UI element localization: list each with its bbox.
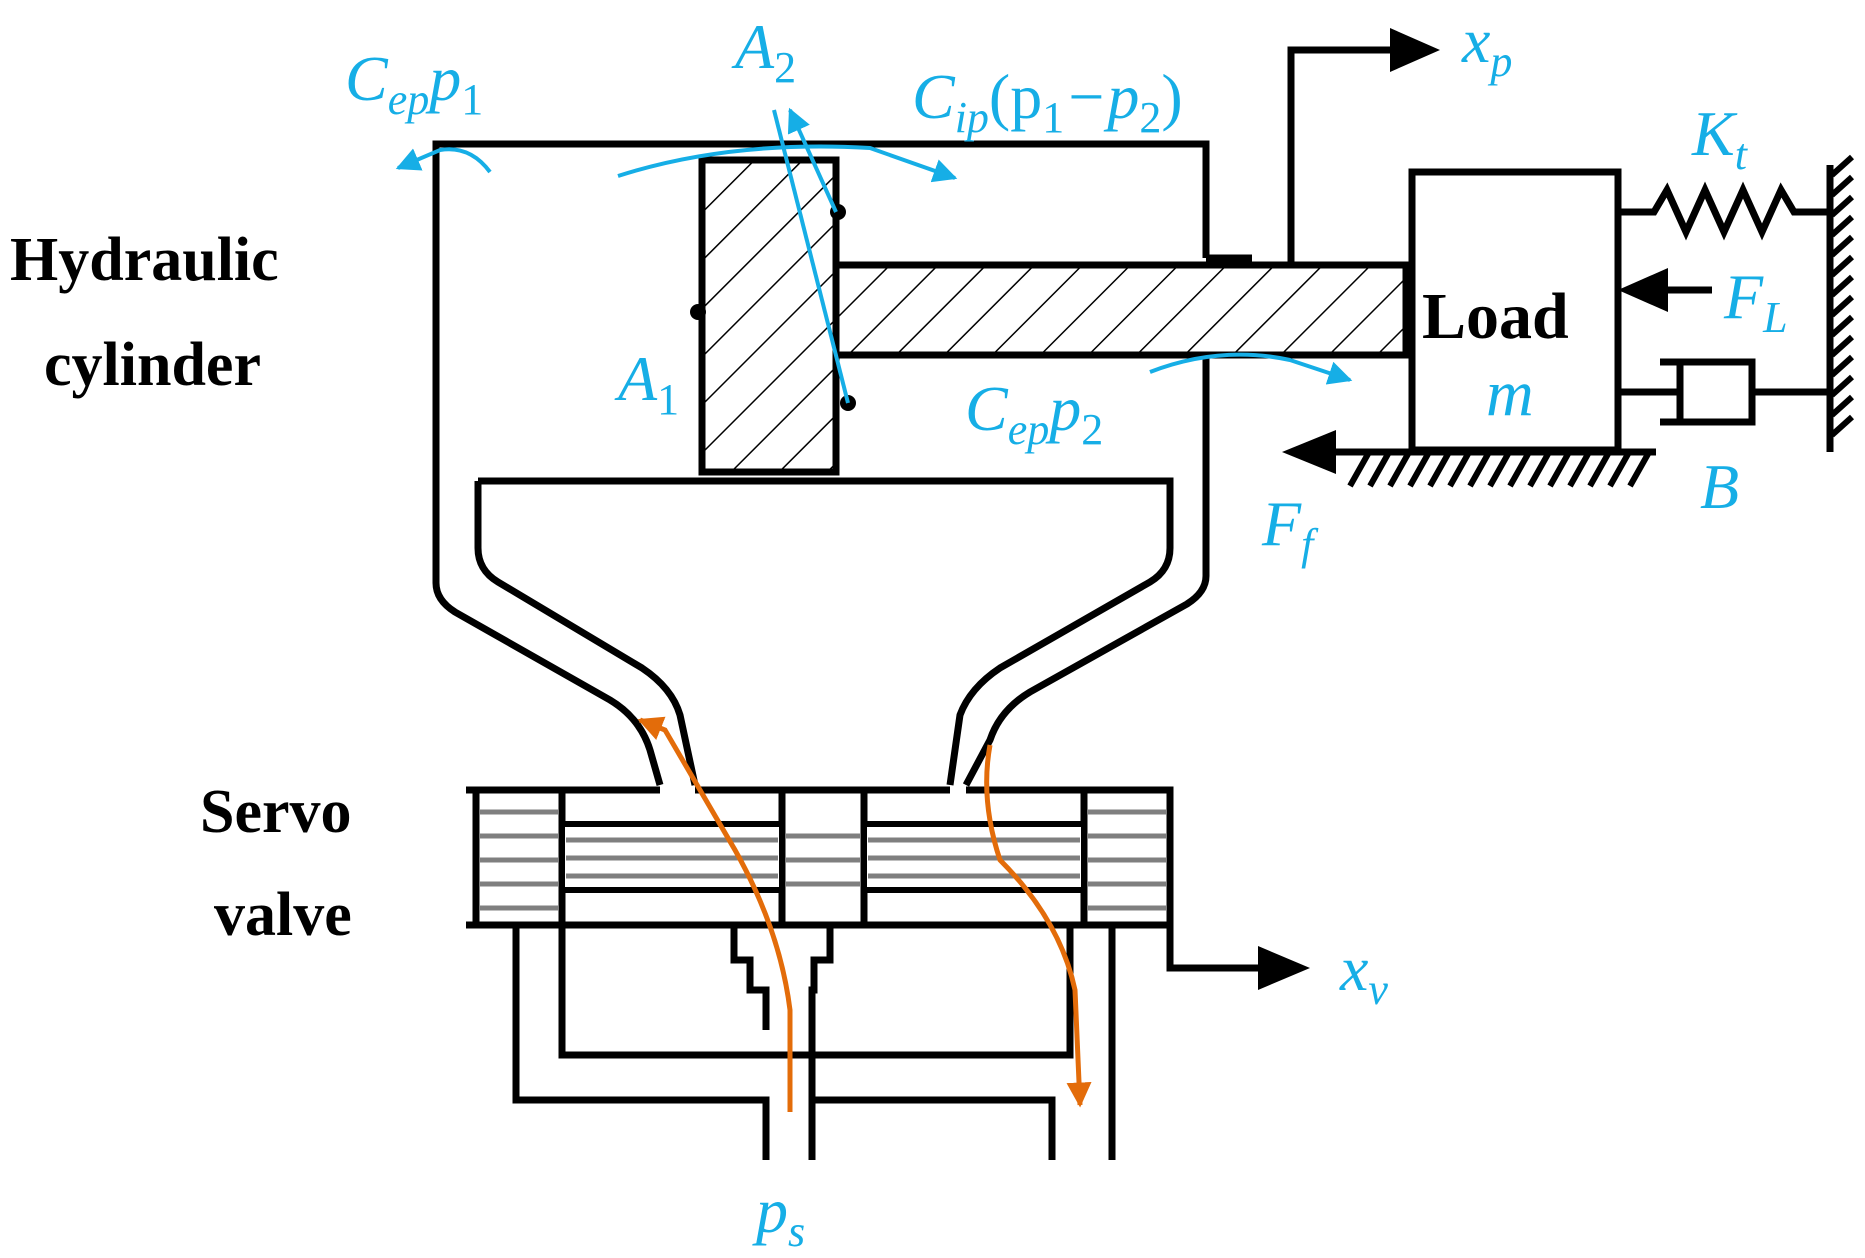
ff-arrow: [1282, 430, 1412, 474]
wall-hatch-mark: [1829, 194, 1855, 218]
wall-hatch-mark: [1829, 314, 1855, 338]
ground-hatch-mark: [1407, 452, 1431, 488]
piston: [698, 156, 840, 476]
piston-rod: [832, 261, 1410, 359]
spring: [1618, 181, 1830, 241]
wall-hatch-mark: [1829, 214, 1855, 238]
ground-hatch-mark: [1507, 452, 1531, 488]
fl-label: FL: [1723, 261, 1788, 342]
ground-hatch-mark: [1587, 452, 1611, 488]
ground-hatch-mark: [1367, 452, 1391, 488]
leak-annotations: [395, 107, 1353, 404]
ground-hatch-mark: [1527, 452, 1551, 488]
a1-label: A1: [614, 343, 679, 424]
servo-valve: [466, 786, 1310, 1160]
ground-hatch-mark: [1567, 452, 1591, 488]
wall-hatch-mark: [1829, 374, 1855, 398]
kt-label: Kt: [1691, 98, 1749, 179]
load-label: Load: [1422, 280, 1569, 353]
ps-label: ps: [752, 1175, 805, 1256]
fl-arrow: [1618, 268, 1712, 312]
wall-hatch-mark: [1829, 234, 1855, 258]
damper: [1618, 358, 1830, 426]
servo-label-1: Servo: [200, 778, 352, 846]
ground-hatch-mark: [1607, 452, 1631, 488]
wall-hatch-mark: [1829, 414, 1855, 438]
xv-label: xv: [1339, 933, 1388, 1014]
ground-hatch-mark: [1627, 452, 1651, 488]
ground-hatch-mark: [1547, 452, 1571, 488]
wall-hatch-mark: [1829, 154, 1855, 178]
ground-hatch-mark: [1467, 452, 1491, 488]
servo-label-2: valve: [214, 881, 352, 949]
flow-arrows: [637, 716, 1092, 1112]
xp-arrow: [1287, 28, 1440, 265]
cep-p1-label: Cepp1: [345, 43, 483, 124]
wall-hatch-mark: [1829, 274, 1855, 298]
cylinder-body: [432, 140, 1210, 787]
ground-hatch-mark: [1447, 452, 1471, 488]
ground-hatch-mark: [1387, 452, 1411, 488]
wall-hatch-mark: [1829, 254, 1855, 278]
wall-hatch-mark: [1829, 294, 1855, 318]
cep-p2-label: Cepp2: [965, 373, 1103, 454]
wall-hatch-mark: [1829, 174, 1855, 198]
cip-label: Cip(p1−p2): [912, 61, 1183, 142]
a2-label: A2: [731, 11, 796, 92]
ground-hatch-mark: [1427, 452, 1451, 488]
load-mass: m: [1486, 357, 1534, 430]
ground-hatch-mark: [1487, 452, 1511, 488]
dot: [690, 304, 706, 320]
wall-hatch-mark: [1829, 394, 1855, 418]
ff-label: Ff: [1261, 488, 1319, 569]
b-label: B: [1700, 451, 1739, 522]
ground-hatch-mark: [1347, 452, 1371, 488]
wall-hatch-mark: [1829, 334, 1855, 358]
xp-label: xp: [1461, 5, 1512, 86]
hydraulic-label-2: cylinder: [44, 331, 261, 399]
hydraulic-label-1: Hydraulic: [10, 226, 279, 294]
wall-hatch-mark: [1829, 354, 1855, 378]
